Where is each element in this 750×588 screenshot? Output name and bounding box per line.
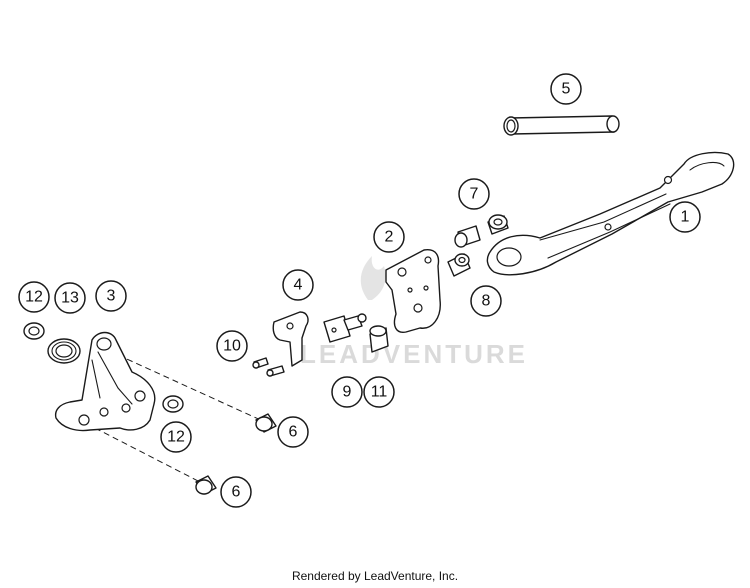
part-12-spacer-top[interactable] [23, 322, 45, 340]
callout-3[interactable]: 3 [95, 280, 127, 312]
part-8-bushing[interactable] [447, 253, 471, 277]
svg-text:8: 8 [482, 293, 491, 310]
callout-6-lower[interactable]: 6 [220, 476, 252, 508]
part-10-screws[interactable] [252, 357, 285, 377]
footer-credit: Rendered by LeadVenture, Inc. [291, 569, 459, 583]
part-11-bolt[interactable] [369, 325, 389, 353]
svg-text:6: 6 [289, 424, 298, 441]
callout-9[interactable]: 9 [331, 376, 363, 408]
callout-6-upper[interactable]: 6 [277, 416, 309, 448]
watermark-text: LEADVENTURE [300, 339, 528, 369]
svg-text:9: 9 [343, 384, 352, 401]
callout-5[interactable]: 5 [550, 73, 582, 105]
svg-text:12: 12 [25, 289, 43, 306]
svg-text:1: 1 [681, 209, 690, 226]
alignment-line-upper [117, 354, 266, 423]
part-1-side-stand[interactable] [486, 151, 735, 276]
svg-text:13: 13 [61, 290, 79, 307]
callout-12-top[interactable]: 12 [18, 281, 50, 313]
callout-4[interactable]: 4 [282, 269, 314, 301]
part-2-bracket-plate[interactable] [385, 249, 441, 333]
part-6-bolt-upper[interactable] [255, 413, 277, 433]
part-13-bearing[interactable] [47, 338, 81, 364]
callout-11[interactable]: 11 [363, 376, 395, 408]
watermark-logo-flame [360, 256, 386, 300]
part-6-bolt-lower[interactable] [195, 475, 217, 495]
callout-10[interactable]: 10 [216, 330, 248, 362]
callout-2[interactable]: 2 [373, 221, 405, 253]
svg-text:2: 2 [385, 229, 394, 246]
part-5-tube[interactable] [503, 115, 620, 136]
svg-text:3: 3 [107, 288, 116, 305]
callout-7[interactable]: 7 [458, 178, 490, 210]
svg-text:6: 6 [232, 484, 241, 501]
svg-text:10: 10 [223, 338, 241, 355]
callout-12-bottom[interactable]: 12 [160, 421, 192, 453]
callout-1[interactable]: 1 [669, 201, 701, 233]
svg-text:12: 12 [167, 429, 185, 446]
part-7-bolts[interactable] [454, 214, 509, 248]
part-3-mounting-bracket[interactable] [54, 331, 156, 432]
callout-13[interactable]: 13 [54, 282, 86, 314]
part-4-switch-bracket[interactable] [272, 311, 309, 367]
svg-text:5: 5 [562, 81, 571, 98]
svg-text:11: 11 [371, 384, 388, 401]
watermark: LEADVENTURE [300, 256, 528, 369]
svg-text:4: 4 [294, 277, 303, 294]
svg-text:7: 7 [470, 186, 479, 203]
part-12-washer-bottom[interactable] [162, 395, 184, 413]
part-9-switch[interactable] [323, 313, 367, 343]
callout-8[interactable]: 8 [470, 285, 502, 317]
